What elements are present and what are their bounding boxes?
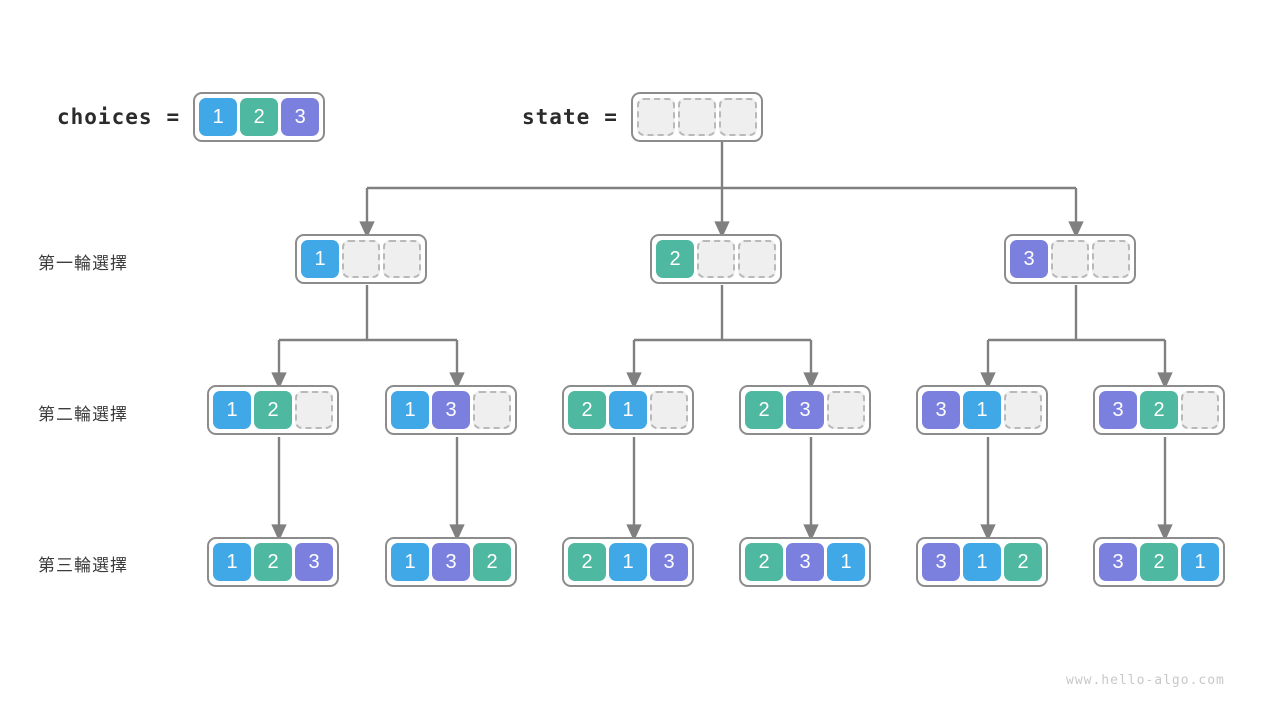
array-cell-empty xyxy=(342,240,380,278)
array-cell-filled: 3 xyxy=(786,543,824,581)
site-watermark: www.hello-algo.com xyxy=(1066,673,1225,688)
row-caption-round-3: 第三輪選擇 xyxy=(38,556,128,575)
array-cell-filled: 1 xyxy=(391,391,429,429)
array-cell-filled: 1 xyxy=(1181,543,1219,581)
row-caption-round-2: 第二輪選擇 xyxy=(38,405,128,424)
state-assignment: state = xyxy=(522,92,763,142)
array-cell-filled: 2 xyxy=(656,240,694,278)
array-cell-filled: 1 xyxy=(391,543,429,581)
array-cell-empty xyxy=(1051,240,1089,278)
array-cell-filled: 3 xyxy=(281,98,320,136)
state-equals-sign: = xyxy=(604,105,617,129)
choices-label: choices xyxy=(57,105,153,129)
array-cell-filled: 2 xyxy=(1140,391,1178,429)
array-cell-empty xyxy=(650,391,688,429)
array-cell-empty xyxy=(473,391,511,429)
array-cell-empty xyxy=(718,98,757,136)
array-cell-filled: 1 xyxy=(199,98,238,136)
array-cell-filled: 3 xyxy=(786,391,824,429)
array-cell-filled: 2 xyxy=(1004,543,1042,581)
array-cell-filled: 3 xyxy=(295,543,333,581)
array-cell-empty xyxy=(1181,391,1219,429)
array-cell-filled: 3 xyxy=(1010,240,1048,278)
array-cell-filled: 1 xyxy=(213,543,251,581)
array-cell-filled: 1 xyxy=(609,543,647,581)
array-cell-empty xyxy=(1092,240,1130,278)
array-cell-filled: 3 xyxy=(1099,391,1137,429)
state-label: state xyxy=(522,105,591,129)
array-cell-filled: 2 xyxy=(568,391,606,429)
array-cell-filled: 1 xyxy=(827,543,865,581)
level1-node-1: 2 xyxy=(650,234,782,284)
array-cell-filled: 3 xyxy=(432,391,470,429)
row-caption-round-1: 第一輪選擇 xyxy=(38,254,128,273)
array-cell-empty xyxy=(295,391,333,429)
choices-equals-sign: = xyxy=(166,105,180,129)
array-cell-filled: 1 xyxy=(963,391,1001,429)
array-cell-empty xyxy=(636,98,675,136)
array-cell-filled: 2 xyxy=(240,98,279,136)
array-cell-filled: 3 xyxy=(432,543,470,581)
array-cell-empty xyxy=(827,391,865,429)
array-cell-filled: 3 xyxy=(922,543,960,581)
array-cell-empty xyxy=(738,240,776,278)
array-cell-filled: 1 xyxy=(301,240,339,278)
level1-node-2: 3 xyxy=(1004,234,1136,284)
array-cell-empty xyxy=(697,240,735,278)
array-cell-filled: 3 xyxy=(922,391,960,429)
array-cell-filled: 2 xyxy=(254,543,292,581)
state-array xyxy=(630,92,763,142)
array-cell-filled: 1 xyxy=(609,391,647,429)
array-cell-filled: 2 xyxy=(473,543,511,581)
array-cell-filled: 2 xyxy=(568,543,606,581)
array-cell-filled: 1 xyxy=(213,391,251,429)
array-cell-empty xyxy=(383,240,421,278)
array-cell-filled: 3 xyxy=(650,543,688,581)
level1-node-0: 1 xyxy=(295,234,427,284)
array-cell-filled: 2 xyxy=(1140,543,1178,581)
array-cell-filled: 2 xyxy=(745,543,783,581)
array-cell-filled: 2 xyxy=(254,391,292,429)
array-cell-filled: 2 xyxy=(745,391,783,429)
array-cell-empty xyxy=(1004,391,1042,429)
array-cell-empty xyxy=(677,98,716,136)
array-cell-filled: 3 xyxy=(1099,543,1137,581)
array-cell-filled: 1 xyxy=(963,543,1001,581)
